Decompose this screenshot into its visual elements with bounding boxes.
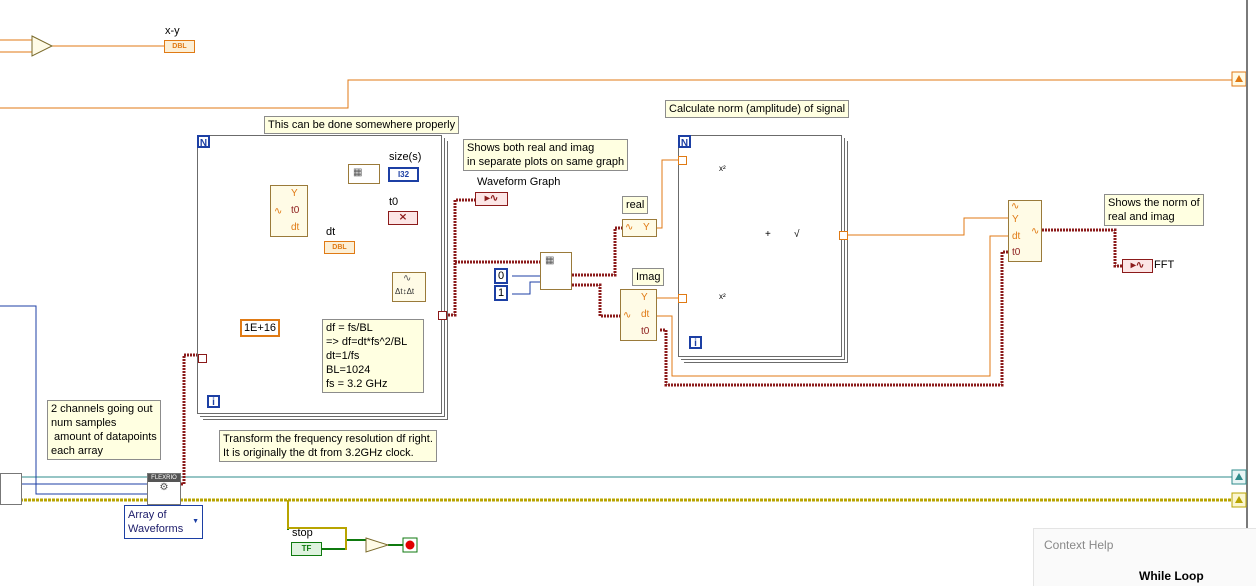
build-wave-icon-top: ∿ [1011, 201, 1020, 212]
loop-iteration-terminal: i [207, 395, 220, 408]
scale-constant[interactable]: 1E+16 [240, 319, 280, 337]
term-t0: t0 [291, 205, 300, 216]
array-of-waveforms-select[interactable]: Array of Waveforms ▼ [124, 505, 203, 539]
imag-unbundle[interactable]: ∿ Y dt t0 [620, 289, 657, 341]
waveform-graph-terminal[interactable]: ▸∿ [475, 192, 508, 206]
flexrio-icon: ⚙ [159, 482, 169, 493]
size-label: size(s) [389, 151, 422, 163]
stop-indicator[interactable]: TF [291, 542, 322, 556]
context-help-title: Context Help [1044, 538, 1114, 552]
array-size-node[interactable]: ▦ [348, 164, 380, 184]
index-array-node[interactable]: ▦ [540, 252, 572, 290]
imag-y: Y [641, 292, 648, 303]
build-t0: t0 [1012, 247, 1021, 258]
context-help-subtitle: While Loop [1139, 569, 1204, 583]
build-waveform[interactable]: ∿ Y dt t0 ∿ [1008, 200, 1042, 262]
real-label: real [622, 196, 649, 214]
add-label: + [765, 229, 771, 240]
imag-wave-icon: ∿ [623, 310, 632, 321]
flexrio-node[interactable]: FLEXRIO ⚙ [147, 473, 181, 505]
tunnel-out-norm [839, 231, 848, 240]
tunnel-in-imag [678, 294, 687, 303]
fft-graph-terminal[interactable]: ▸∿ [1122, 259, 1153, 273]
for-loop-2[interactable] [678, 135, 842, 357]
unbundle-waveform[interactable]: ∿ Y t0 dt [270, 185, 308, 237]
real-y: Y [643, 222, 650, 233]
square-2-label: x² [719, 292, 726, 301]
index-const-1[interactable]: 1 [494, 285, 508, 301]
chevron-down-icon: ▼ [192, 518, 199, 525]
array-grid-icon: ▦ [353, 167, 363, 178]
real-wave-icon: ∿ [625, 222, 634, 233]
term-dt: dt [291, 222, 300, 233]
note-norm-shows: Shows the norm of real and imag [1104, 194, 1204, 226]
tunnel-out-wave [438, 311, 447, 320]
x-y-indicator[interactable]: DBL [164, 40, 195, 53]
dt-indicator[interactable]: DBL [324, 241, 355, 254]
t0-label: t0 [389, 196, 399, 208]
tunnel-in-wave [198, 354, 207, 363]
note-norm: Calculate norm (amplitude) of signal [665, 100, 850, 118]
build-wave-icon: ∿ [1031, 226, 1040, 237]
tunnel-in-real [678, 156, 687, 165]
real-unbundle[interactable]: ∿ Y [622, 219, 657, 237]
loop2-iteration-terminal: i [689, 336, 702, 349]
flexrio-badge: FLEXRIO [148, 474, 180, 482]
imag-label: Imag [632, 268, 665, 286]
build-dt: dt [1012, 231, 1021, 242]
icon-waveform: ∿ [274, 206, 283, 217]
imag-dt: dt [641, 309, 650, 320]
x-y-label: x-y [165, 25, 180, 37]
scale-dt-node[interactable]: ∿ Δt↕Δt [392, 272, 426, 302]
term-y: Y [291, 188, 298, 199]
note-df-calc: df = fs/BL => df=dt*fs^2/BL dt=1/fs BL=1… [322, 319, 424, 393]
dt-label: dt [326, 226, 336, 238]
fft-label: FFT [1154, 259, 1175, 271]
t0-indicator[interactable]: ⨯ [388, 211, 418, 225]
icon-delta-t: Δt↕Δt [395, 287, 415, 296]
stop-label: stop [292, 527, 313, 539]
index-const-0[interactable]: 0 [494, 268, 508, 284]
size-indicator[interactable]: I32 [388, 167, 419, 182]
build-y: Y [1012, 214, 1019, 225]
index-array-icon: ▦ [545, 255, 555, 266]
flexrio-left-node[interactable] [0, 473, 22, 505]
loop-count-terminal[interactable]: N [197, 135, 210, 149]
note-channels: 2 channels going out num samples amount … [47, 400, 161, 460]
note-somewhere-properly: This can be done somewhere properly [264, 116, 460, 134]
icon-waveform-small: ∿ [403, 273, 412, 284]
square-1-label: x² [719, 164, 726, 173]
imag-t0: t0 [641, 326, 650, 337]
context-help-panel[interactable]: Context Help While Loop [1033, 528, 1256, 586]
note-transform: Transform the frequency resolution df ri… [219, 430, 437, 462]
waveform-graph-label: Waveform Graph [477, 176, 561, 188]
sqrt-label: √ [794, 229, 800, 240]
loop2-count-terminal[interactable]: N [678, 135, 691, 149]
array-select-text: Array of Waveforms [128, 509, 184, 535]
note-real-imag-graph: Shows both real and imag in separate plo… [463, 139, 629, 171]
